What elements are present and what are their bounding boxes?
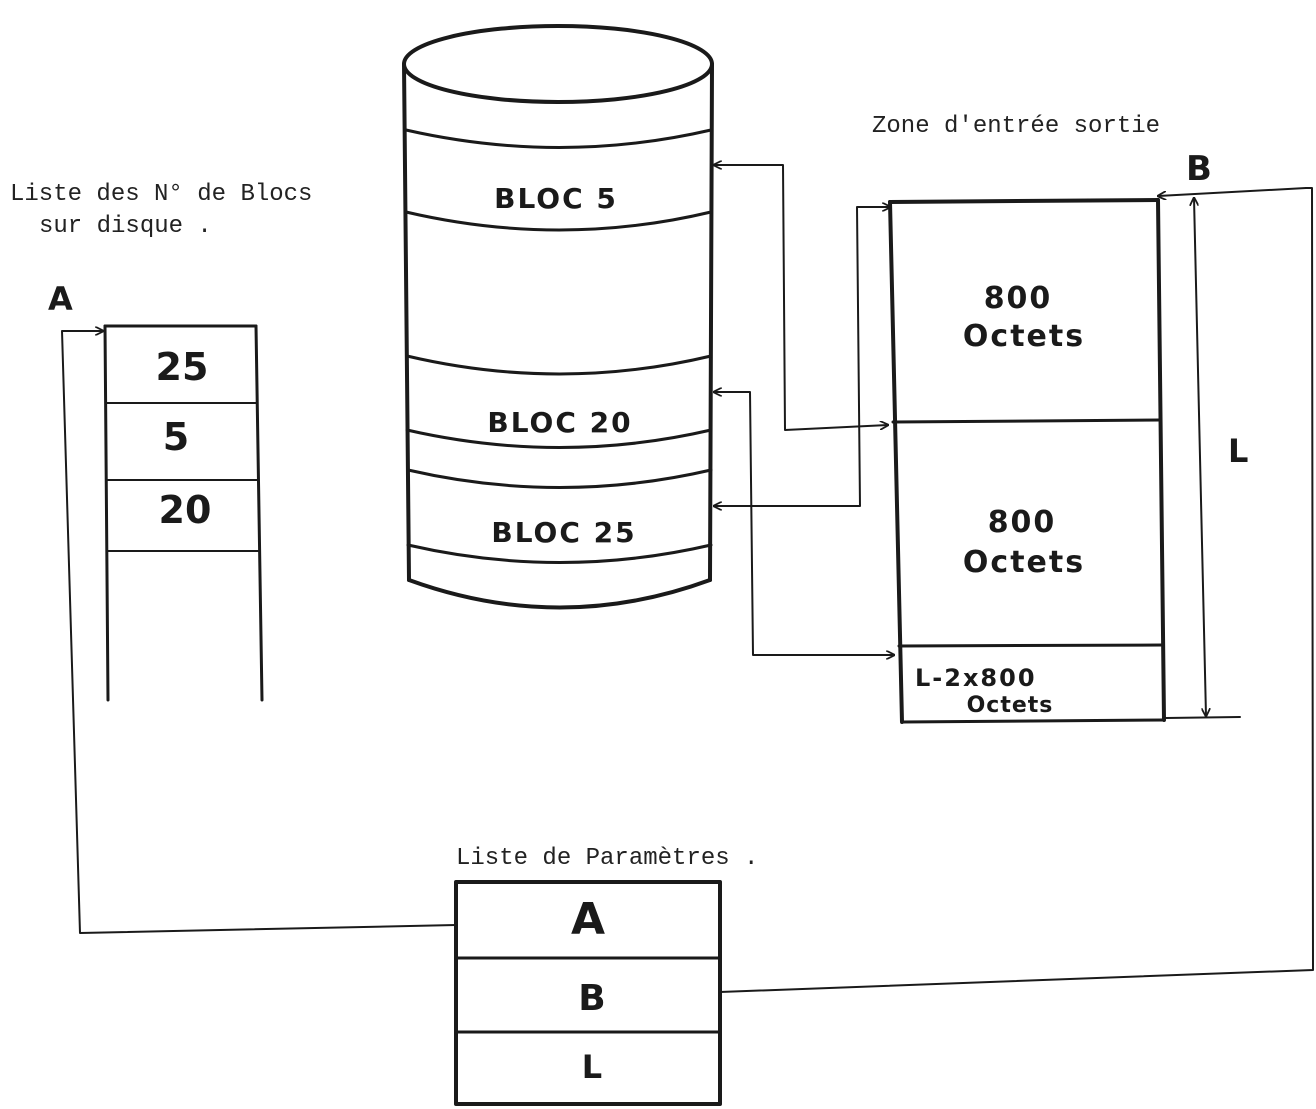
block-list-right-edge: [254, 324, 264, 702]
disk-band-line: [406, 543, 713, 564]
bloc5-to-segment2-arrow: [713, 165, 888, 431]
block-list-title-line2: sur disque .: [39, 213, 212, 240]
io-zone-top-edge: [888, 198, 1160, 204]
disk-block-label: BLOC 5: [494, 182, 618, 215]
disk-band-line: [404, 128, 713, 149]
segment3-size: L-2x800: [915, 664, 1037, 692]
io-zone-divider: [897, 643, 1165, 648]
io-zone-pointer-label: B: [1186, 149, 1212, 189]
length-label: L: [1228, 432, 1248, 470]
bloc20-to-segment3-arrow: [713, 392, 895, 655]
disk-band-line: [405, 354, 713, 376]
pointer-lines: [61, 187, 1314, 993]
block-list-pointer-label: A: [48, 280, 73, 318]
pointer-b-line: [719, 187, 1314, 993]
disk-band-line: [406, 468, 713, 489]
block-list-entry: 25: [156, 345, 209, 389]
segment1-size: 800: [984, 281, 1053, 316]
length-dimension-line: [1194, 198, 1206, 716]
segment2-unit: Octets: [963, 545, 1085, 580]
disk-bottom-curve: [407, 578, 712, 610]
io-zone: Zone d'entrée sortie B 800 Octets 800 Oc…: [872, 113, 1307, 724]
disk-left-side: [402, 62, 411, 582]
io-zone-bottom-edge: [900, 718, 1166, 724]
length-dimension-tick: [1165, 716, 1241, 719]
block-list-title-line1: Liste des N° de Blocs: [10, 181, 312, 208]
disk-band-line: [404, 210, 713, 232]
param-entry-a: A: [571, 894, 605, 945]
transfer-arrows: [713, 165, 895, 655]
block-list-left-edge: [103, 324, 110, 702]
pointer-b-arrow: [1158, 187, 1307, 196]
segment3-unit: Octets: [967, 693, 1054, 718]
io-zone-divider: [891, 418, 1162, 424]
disk-cylinder: BLOC 5 BLOC 20 BLOC 25: [402, 24, 714, 610]
segment2-size: 800: [988, 505, 1057, 540]
pointer-a-line: [61, 331, 457, 934]
block-list-entry: 20: [159, 488, 212, 532]
disk-block-label: BLOC 25: [491, 516, 636, 549]
block-list-entry: 5: [163, 415, 189, 459]
disk-right-side: [708, 62, 714, 582]
disk-block-label: BLOC 20: [487, 406, 632, 439]
io-zone-left-edge: [888, 200, 904, 724]
io-zone-right-edge: [1156, 198, 1166, 722]
io-zone-title: Zone d'entrée sortie: [872, 113, 1160, 140]
segment1-unit: Octets: [963, 319, 1085, 354]
param-list-title: Liste de Paramètres .: [456, 845, 758, 872]
disk-band-line: [405, 428, 713, 449]
param-entry-l: L: [582, 1048, 602, 1086]
bloc25-to-segment1-arrow: [713, 207, 891, 506]
param-entry-b: B: [578, 978, 605, 1019]
disk-top-ellipse: [402, 24, 714, 104]
param-list: Liste de Paramètres . A B L: [454, 845, 758, 1106]
block-list: Liste des N° de Blocs sur disque . A 25 …: [10, 181, 312, 702]
